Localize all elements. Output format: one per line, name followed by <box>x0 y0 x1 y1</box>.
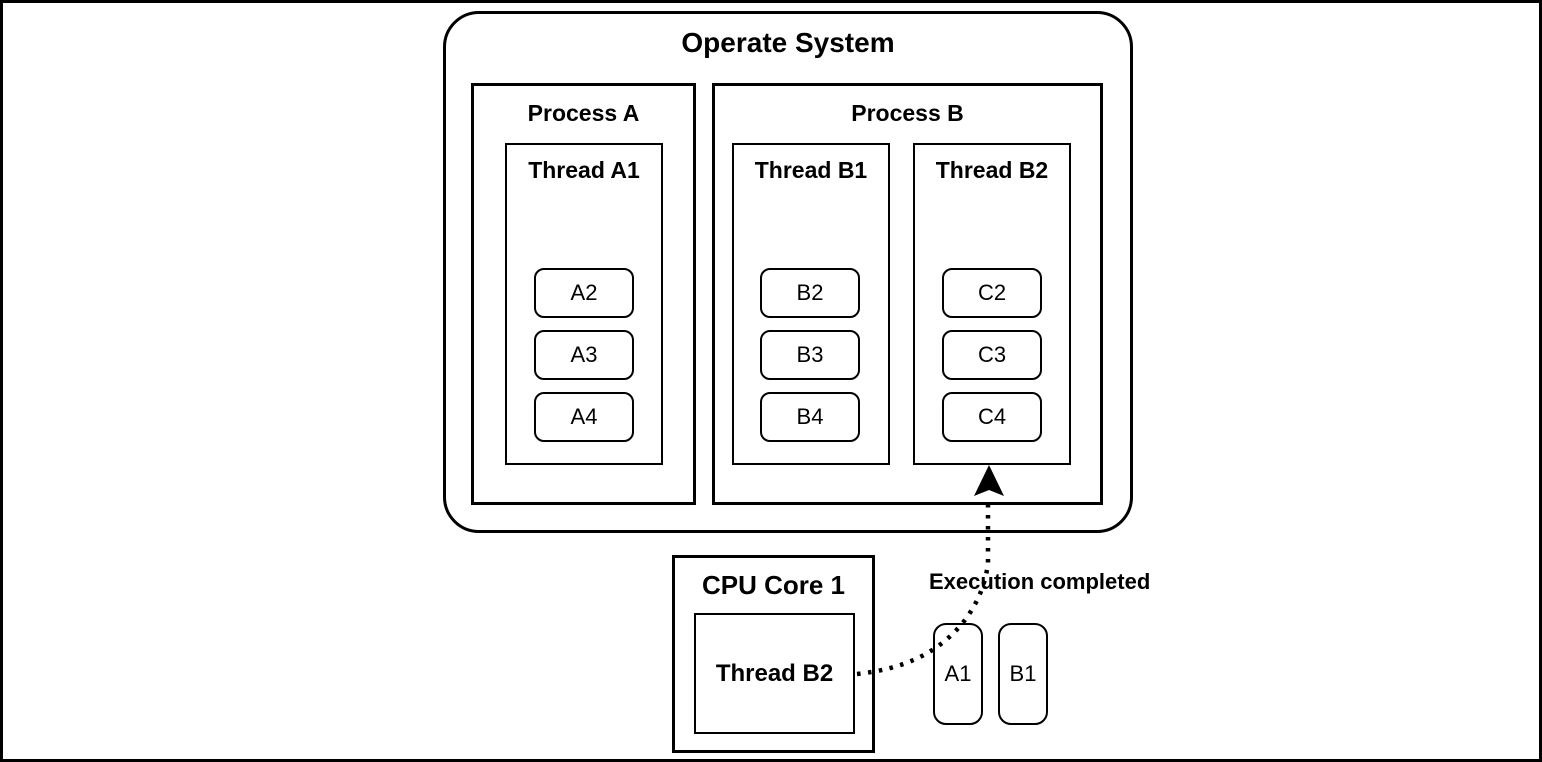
thread-b1-title: Thread B1 <box>754 157 868 183</box>
task-a2: A2 <box>534 268 634 318</box>
task-b3: B3 <box>760 330 860 380</box>
process-b-title: Process B <box>851 100 964 126</box>
cpu-running-thread-box: Thread B2 <box>694 613 855 734</box>
task-c2: C2 <box>942 268 1042 318</box>
task-c4: C4 <box>942 392 1042 442</box>
process-a-box: Process A Thread A1 A2 A3 A4 <box>471 83 696 505</box>
queue-item-a1: A1 <box>933 623 983 725</box>
cpu-core-title: CPU Core 1 <box>701 570 846 600</box>
operate-system-title: Operate System <box>681 27 895 58</box>
thread-b2-title: Thread B2 <box>935 157 1049 183</box>
task-a4: A4 <box>534 392 634 442</box>
task-a3: A3 <box>534 330 634 380</box>
thread-a1-title: Thread A1 <box>528 157 640 183</box>
task-c3: C3 <box>942 330 1042 380</box>
thread-b2-box: Thread B2 C2 C3 C4 <box>913 143 1071 465</box>
cpu-core-box: CPU Core 1 Thread B2 <box>672 555 875 753</box>
process-b-box: Process B Thread B1 B2 B3 B4 Thread B2 C… <box>712 83 1103 505</box>
task-b2: B2 <box>760 268 860 318</box>
queue-item-b1: B1 <box>998 623 1048 725</box>
execution-completed-label: Execution completed <box>929 569 1151 594</box>
thread-a1-box: Thread A1 A2 A3 A4 <box>505 143 663 465</box>
thread-b1-box: Thread B1 B2 B3 B4 <box>732 143 890 465</box>
process-a-title: Process A <box>527 100 640 126</box>
operate-system-box: Operate System Process A Thread A1 A2 A3… <box>443 11 1133 533</box>
task-b4: B4 <box>760 392 860 442</box>
